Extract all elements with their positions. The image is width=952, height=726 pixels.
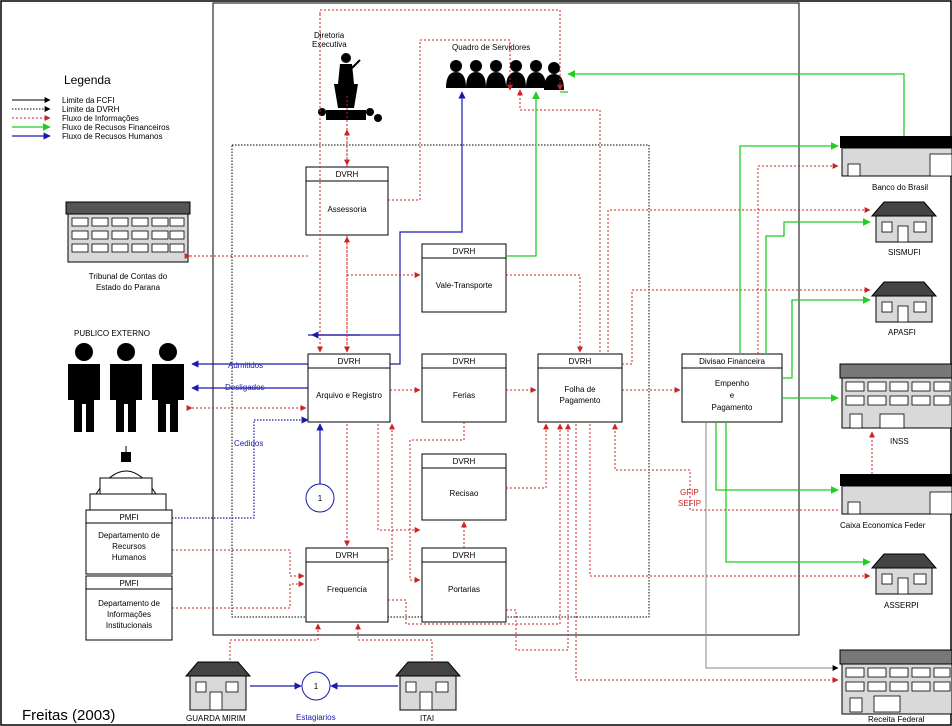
- box-frequencia-label: Frequencia: [327, 585, 368, 594]
- estagiarios-connector: [301, 671, 331, 701]
- pmfi-label-1: PMFI: [119, 513, 138, 522]
- estagiarios-label: Estagiarios: [296, 713, 336, 722]
- banco-brasil-label: Banco do Brasil: [872, 183, 928, 192]
- banco-brasil-building-icon: [840, 136, 952, 177]
- dii-line-1: Departamento de: [98, 599, 160, 608]
- pmfi-label-2: PMFI: [119, 579, 138, 588]
- drh-line-3: Humanos: [112, 553, 146, 562]
- dii-line-3: Institucionais: [106, 621, 152, 630]
- legend-item-info: Fluxo de Informações: [62, 114, 139, 123]
- inss-building-icon: [839, 363, 952, 429]
- financeira-line-2: e: [730, 391, 735, 400]
- inss-label: INSS: [890, 437, 909, 446]
- box-recisao-header: DVRH: [453, 457, 476, 466]
- dvrh-boundary: [231, 144, 650, 618]
- guarda-mirim-label: GUARDA MIRIM: [186, 714, 246, 723]
- box-assessoria-header: DVRH: [336, 170, 359, 179]
- box-frequencia-header: DVRH: [336, 551, 359, 560]
- legend-item-fcfi: Limite da FCFI: [62, 96, 114, 105]
- sefip-label: SEFIP: [678, 499, 701, 508]
- box-recisao: DVRH Recisao: [421, 453, 507, 521]
- quadro-servidores-label: Quadro de Servidores: [452, 43, 530, 52]
- tribunal-building-icon: [65, 201, 191, 263]
- legend-title: Legenda: [64, 73, 111, 87]
- tribunal-label-2: Estado do Parana: [96, 283, 161, 292]
- caixa-building-icon: [840, 474, 952, 515]
- box-folha-label-1: Folha de: [564, 385, 596, 394]
- legend-item-financeiros: Fluxo de Recusos Financeiros: [62, 123, 170, 132]
- box-vale-transporte: DVRH Vale-Transporte: [421, 243, 507, 313]
- publico-externo-label: PUBLICO EXTERNO: [74, 329, 150, 338]
- pmfi-drh-box: PMFI Departamento de Recursos Humanos: [85, 509, 173, 575]
- box-ferias-label: Ferias: [453, 391, 475, 400]
- box-portarias-label: Portarias: [448, 585, 480, 594]
- box-vale-header: DVRH: [453, 247, 476, 256]
- tribunal-label-1: Tribunal de Contas do: [89, 272, 168, 281]
- apasfi-label: APASFI: [888, 328, 916, 337]
- box-frequencia: DVRH Frequencia: [305, 547, 389, 623]
- desligados-label: Desligados: [225, 383, 265, 392]
- sismufi-house-icon: [870, 201, 938, 243]
- gfip-label: GFIP: [680, 488, 699, 497]
- box-recisao-label: Recisao: [450, 489, 479, 498]
- itai-label: ITAI: [420, 714, 434, 723]
- apasfi-house-icon: [870, 281, 938, 323]
- drh-line-2: Recursos: [112, 542, 146, 551]
- diretoria-label-1: Diretoria: [314, 31, 345, 40]
- asserpi-house-icon: [870, 553, 938, 595]
- box-portarias-header: DVRH: [453, 551, 476, 560]
- sismufi-label: SISMUFI: [888, 248, 920, 257]
- financeira-title: Divisao Financeira: [699, 357, 765, 366]
- box-assessoria-label: Assessoria: [327, 205, 367, 214]
- legend-item-dvrh: Limite da DVRH: [62, 105, 120, 114]
- fcfi-boundary: [212, 2, 800, 636]
- public-people-icon: [68, 343, 184, 432]
- guarda-mirim-house-icon: [184, 661, 252, 711]
- drh-line-1: Departamento de: [98, 531, 160, 540]
- caixa-label: Caixa Economica Feder: [840, 521, 926, 530]
- pmfi-dome-building-icon: [95, 446, 157, 495]
- box-divisao-financeira: Divisao Financeira Empenho e Pagamento: [681, 353, 783, 423]
- receita-building-icon: [839, 649, 952, 715]
- box-folha-header: DVRH: [569, 357, 592, 366]
- executive-speaker-icon: [318, 53, 382, 122]
- citation: Freitas (2003): [22, 707, 115, 724]
- connector-number-mid: 1: [318, 494, 323, 503]
- admitidos-label: Admitidos: [228, 361, 263, 370]
- cedidos-label: Cedidos: [234, 439, 263, 448]
- staff-group-icon: [446, 60, 564, 90]
- asserpi-label: ASSERPI: [884, 601, 919, 610]
- legend: Legenda Limite da FCFI Limite da DVRH Fl…: [12, 73, 170, 141]
- pmfi-dii-box: PMFI Departamento de Informações Institu…: [85, 575, 173, 641]
- financeira-line-1: Empenho: [715, 379, 750, 388]
- box-assessoria: DVRH Assessoria: [305, 166, 389, 236]
- box-ferias-header: DVRH: [453, 357, 476, 366]
- box-portarias: DVRH Portarias: [421, 547, 507, 623]
- diretoria-label-2: Executiva: [312, 40, 347, 49]
- connector-number-bottom: 1: [314, 682, 319, 691]
- box-arquivo-label: Arquivo e Registro: [316, 391, 382, 400]
- receita-label: Receita Federal: [868, 715, 925, 724]
- box-folha-label-2: Pagamento: [560, 396, 601, 405]
- dii-line-2: Informações: [107, 610, 151, 619]
- box-arquivo-registro: DVRH Arquivo e Registro: [307, 353, 391, 423]
- box-arquivo-header: DVRH: [338, 357, 361, 366]
- financeira-line-3: Pagamento: [712, 403, 753, 412]
- box-vale-label: Vale-Transporte: [436, 281, 493, 290]
- legend-item-humanos: Fluxo de Recusos Humanos: [62, 132, 163, 141]
- box-folha-pagamento: DVRH Folha de Pagamento: [537, 353, 623, 423]
- itai-house-icon: [394, 661, 462, 711]
- box-ferias: DVRH Ferias: [421, 353, 507, 423]
